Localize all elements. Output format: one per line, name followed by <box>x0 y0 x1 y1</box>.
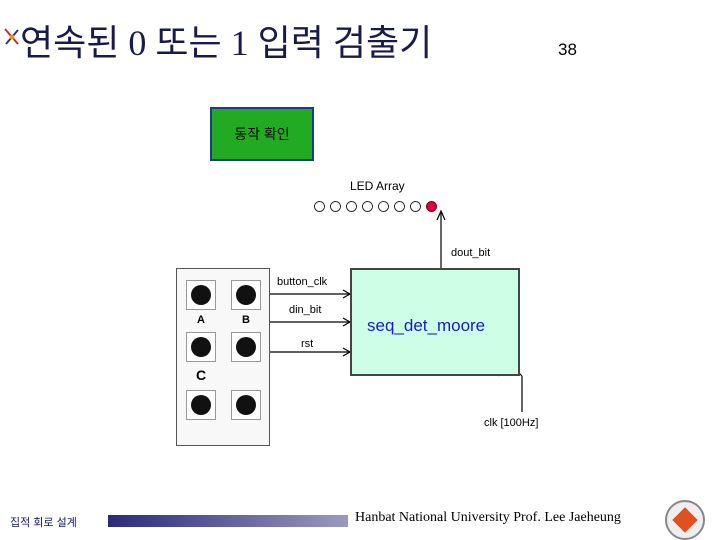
clock-label: clk [100Hz] <box>484 417 539 429</box>
pushbutton[interactable] <box>231 390 261 420</box>
title-bullet-icon <box>4 28 19 45</box>
key-label-a: A <box>197 314 205 326</box>
university-logo <box>665 500 705 540</box>
pushbutton[interactable] <box>231 332 261 362</box>
led-on <box>426 201 437 212</box>
module-name: seq_det_moore <box>367 316 486 335</box>
slide-title: 연속된 0 또는 1 입력 검출기 <box>20 23 433 63</box>
rst-label: rst <box>301 338 314 350</box>
led-off <box>410 201 421 212</box>
key-label-b: B <box>242 314 250 326</box>
pushbutton[interactable] <box>231 280 261 310</box>
footer-course: 집적 회로 설계 <box>10 517 77 529</box>
pushbutton[interactable] <box>186 332 216 362</box>
check-operation-label: 동작 확인 <box>234 126 290 142</box>
led-off <box>314 201 325 212</box>
led-off <box>346 201 357 212</box>
seq-det-moore-block <box>350 268 520 376</box>
led-array-title: LED Array <box>350 179 405 193</box>
pushbutton[interactable] <box>186 390 216 420</box>
footer-credit: Hanbat National University Prof. Lee Jae… <box>355 510 621 525</box>
footer-bar <box>108 515 348 527</box>
page-number: 38 <box>558 40 577 59</box>
pushbutton[interactable] <box>186 280 216 310</box>
led-off <box>378 201 389 212</box>
led-off <box>330 201 341 212</box>
led-off <box>362 201 373 212</box>
din-bit-label: din_bit <box>289 304 322 316</box>
dout-bit-label: dout_bit <box>451 247 491 259</box>
panel-label-c: C <box>196 367 207 383</box>
check-operation-button[interactable]: 동작 확인 <box>210 107 314 161</box>
button-clk-label: button_clk <box>277 276 328 288</box>
led-off <box>394 201 405 212</box>
